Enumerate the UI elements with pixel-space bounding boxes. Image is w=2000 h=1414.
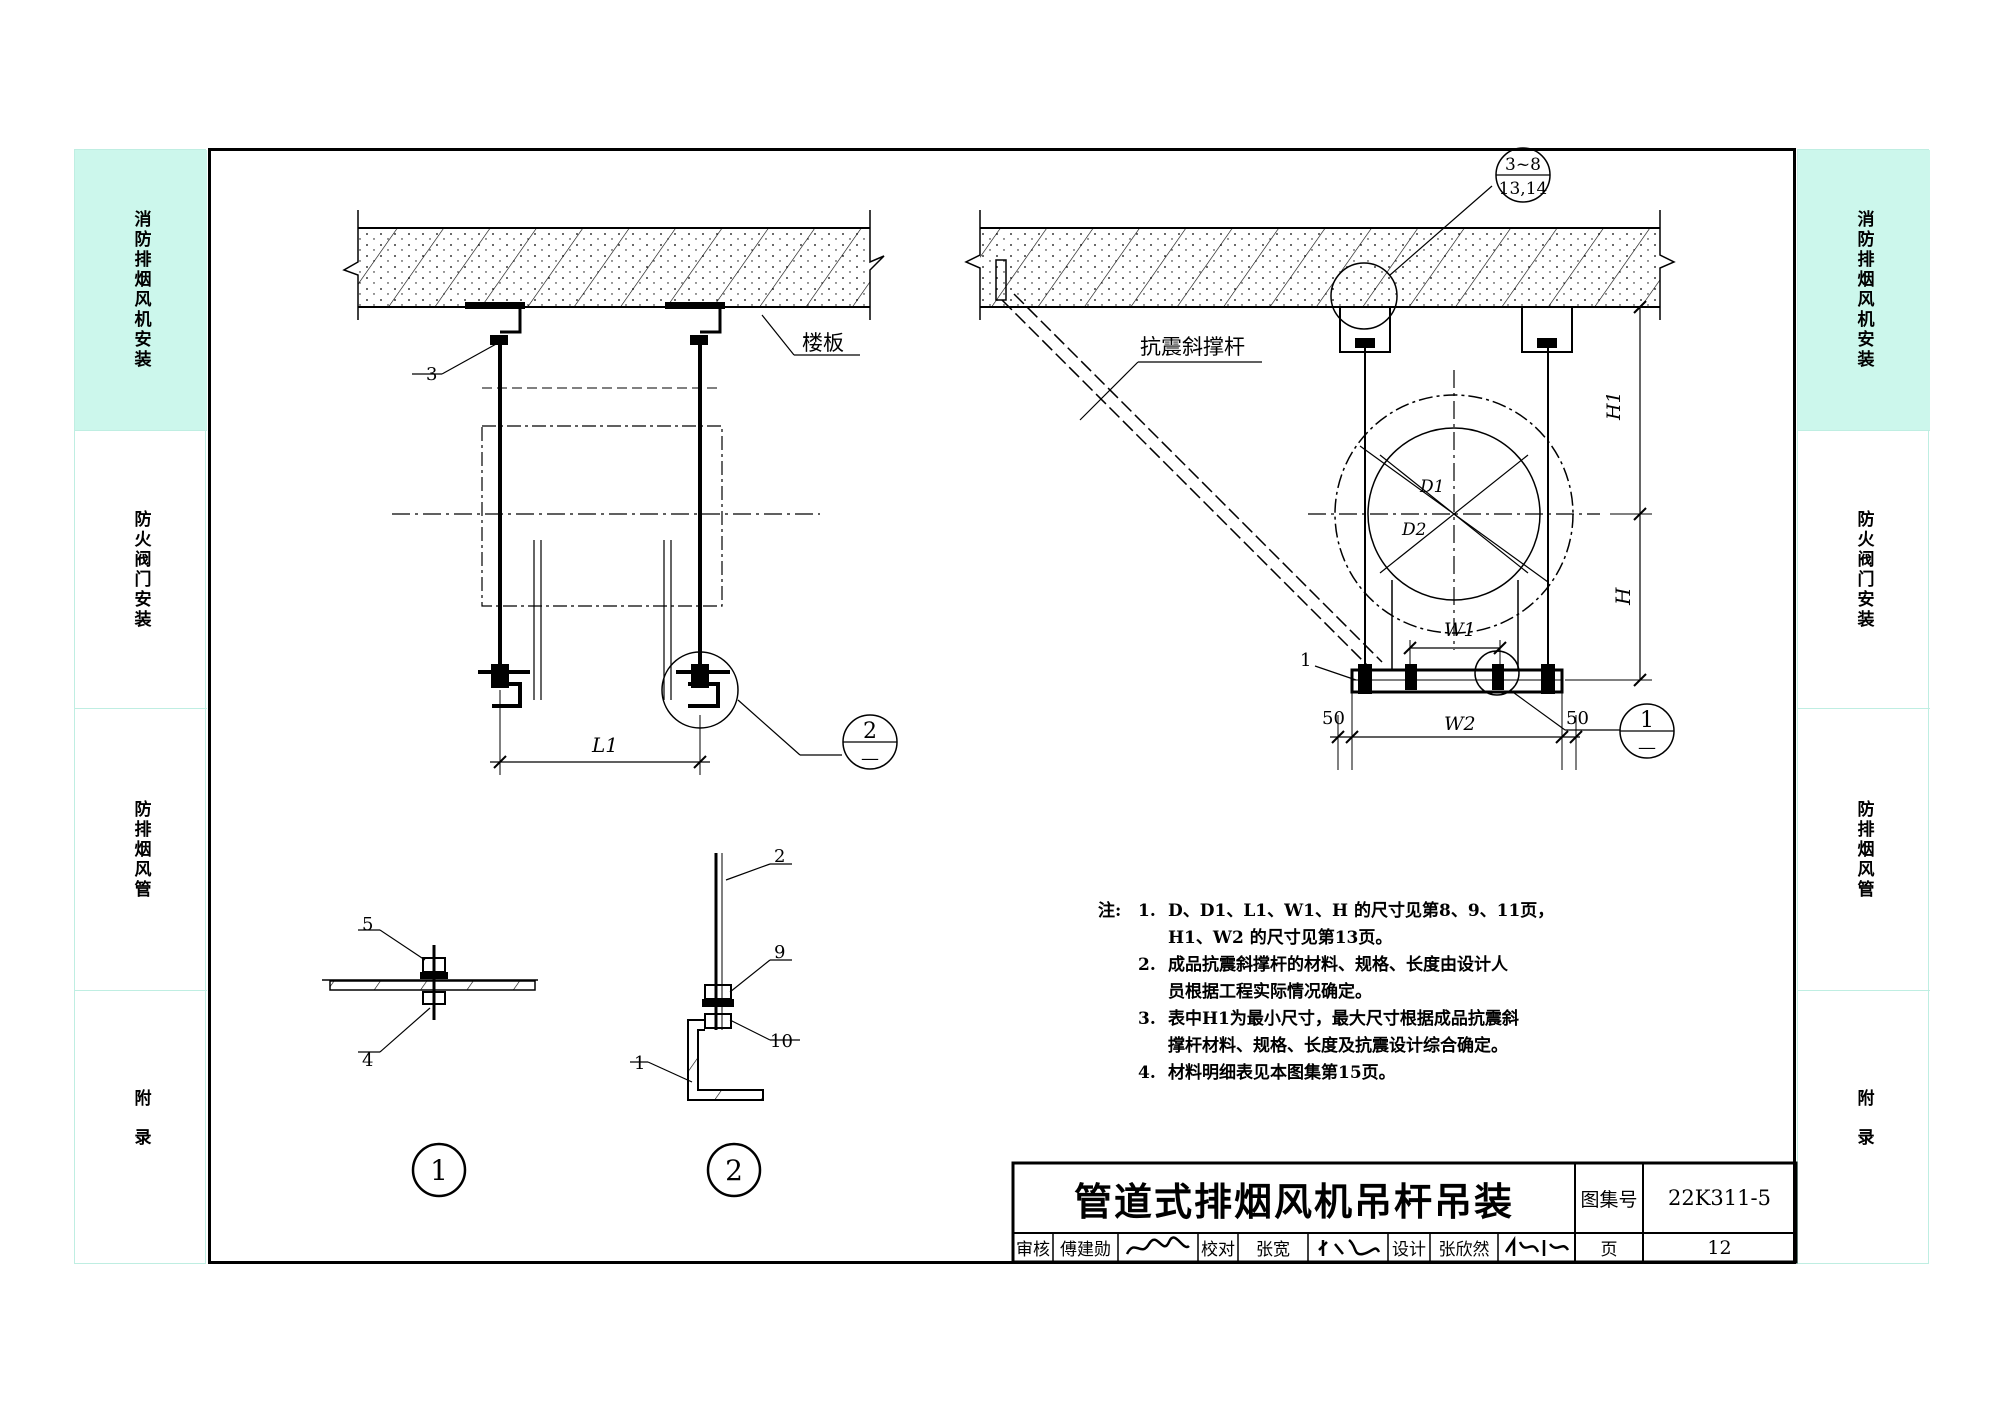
dim-H: H: [1611, 587, 1635, 606]
right-section-tabs: 消防排烟风机安装 防火阀门安装 防排烟风管 附录: [1797, 149, 1930, 1265]
tab-label: 消防排烟风机安装: [130, 210, 151, 370]
callout-bottom-text: 13,14: [1499, 179, 1548, 199]
tab-appendix[interactable]: 附录: [75, 991, 207, 1265]
design-label: 设计: [1392, 1240, 1426, 1260]
floor-slab-right: [964, 210, 1676, 320]
note-3-number: 3.: [1138, 1009, 1156, 1029]
designer-signature: [1498, 1233, 1575, 1262]
detail-2-label: 2: [725, 1154, 743, 1187]
note-2-number: 2.: [1138, 955, 1156, 975]
page-label: 页: [1600, 1240, 1618, 1260]
reviewer-signature: [1118, 1233, 1198, 1262]
review-label: 审核: [1016, 1240, 1050, 1260]
dim-L1: L1: [591, 733, 618, 757]
part-2: 2: [774, 846, 785, 867]
tab-smoke-duct[interactable]: 防排烟风管: [1798, 709, 1930, 991]
part-4: 4: [362, 1050, 373, 1071]
tab-label: 防火阀门安装: [130, 509, 151, 630]
part-9: 9: [774, 942, 785, 963]
tab-label: 附录: [130, 1089, 151, 1167]
part-1-detail: 1: [634, 1053, 645, 1074]
note-2-line: 成品抗震斜撑杆的材料、规格、长度由设计人: [1168, 955, 1508, 975]
drawing-frame: [208, 148, 1796, 1264]
part-1-right: 1: [1300, 650, 1311, 671]
label-seismic-brace: 抗震斜撑杆: [1140, 335, 1245, 359]
tab-label: 防火阀门安装: [1853, 509, 1874, 630]
detail-2: [630, 853, 800, 1198]
left-section-tabs: 消防排烟风机安装 防火阀门安装 防排烟风管 附录: [74, 149, 207, 1265]
note-3-line: 撑杆材料、规格、长度及抗震设计综合确定。: [1168, 1036, 1508, 1056]
label-floor: 楼板: [802, 331, 844, 355]
part-3: 3: [426, 364, 437, 385]
tab-smoke-duct[interactable]: 防排烟风管: [75, 709, 207, 991]
part-10: 10: [770, 1031, 793, 1052]
dim-50-right: 50: [1566, 708, 1589, 729]
dim-D2: D2: [1401, 520, 1426, 540]
tab-appendix[interactable]: 附录: [1798, 991, 1930, 1265]
detail-ref-2-number: 2: [863, 719, 877, 744]
detail-ref-1-number: 1: [1640, 708, 1654, 733]
tab-label: 防排烟风管: [130, 799, 151, 900]
tab-label: 消防排烟风机安装: [1853, 210, 1874, 370]
notes-prefix: 注:: [1098, 901, 1122, 921]
atlas-number: 22K311-5: [1668, 1186, 1771, 1210]
dim-W2: W2: [1444, 713, 1476, 735]
part-5: 5: [362, 914, 373, 935]
designer-name: 张欣然: [1438, 1240, 1490, 1260]
note-1-number: 1.: [1138, 901, 1156, 921]
checker-signature: [1308, 1233, 1388, 1262]
drawing-title: 管道式排烟风机吊杆吊装: [1073, 1179, 1514, 1224]
detail-1: [322, 929, 538, 1198]
note-3-line: 表中H1为最小尺寸，最大尺寸根据成品抗震斜: [1168, 1009, 1519, 1029]
note-1-line: H1、W2 的尺寸见第13页。: [1168, 928, 1393, 948]
detail-ref-2-sheet: —: [861, 748, 879, 769]
tab-label: 防排烟风管: [1853, 799, 1874, 900]
atlas-label: 图集号: [1580, 1188, 1638, 1211]
dim-50-left: 50: [1322, 708, 1345, 729]
dim-H1: H1: [1603, 391, 1625, 421]
detail-ref-1-sheet: —: [1638, 737, 1656, 758]
title-block-lines: [1011, 1161, 1798, 1264]
note-4-number: 4.: [1138, 1063, 1156, 1083]
note-4-line: 材料明细表见本图集第15页。: [1168, 1063, 1396, 1083]
page-number: 12: [1707, 1236, 1732, 1259]
tab-fan-installation[interactable]: 消防排烟风机安装: [1798, 150, 1930, 431]
tab-fire-damper[interactable]: 防火阀门安装: [75, 431, 207, 709]
detail-1-label: 1: [430, 1154, 448, 1187]
tab-fire-damper[interactable]: 防火阀门安装: [1798, 431, 1930, 709]
right-elevation: [842, 147, 1676, 770]
note-1-line: D、D1、L1、W1、H 的尺寸见第8、9、11页，: [1168, 901, 1555, 921]
checker-name: 张宽: [1256, 1240, 1290, 1260]
floor-slab-left: [342, 210, 885, 320]
check-label: 校对: [1201, 1240, 1235, 1260]
left-elevation: [342, 210, 885, 775]
reviewer-name: 傅建勋: [1060, 1240, 1111, 1260]
tab-label: 附录: [1853, 1089, 1874, 1167]
note-2-line: 员根据工程实际情况确定。: [1168, 982, 1372, 1002]
callout-top-text: 3~8: [1505, 155, 1541, 175]
tab-fan-installation[interactable]: 消防排烟风机安装: [75, 150, 207, 431]
dim-D1: D1: [1419, 477, 1444, 497]
dim-W1: W1: [1444, 619, 1476, 641]
